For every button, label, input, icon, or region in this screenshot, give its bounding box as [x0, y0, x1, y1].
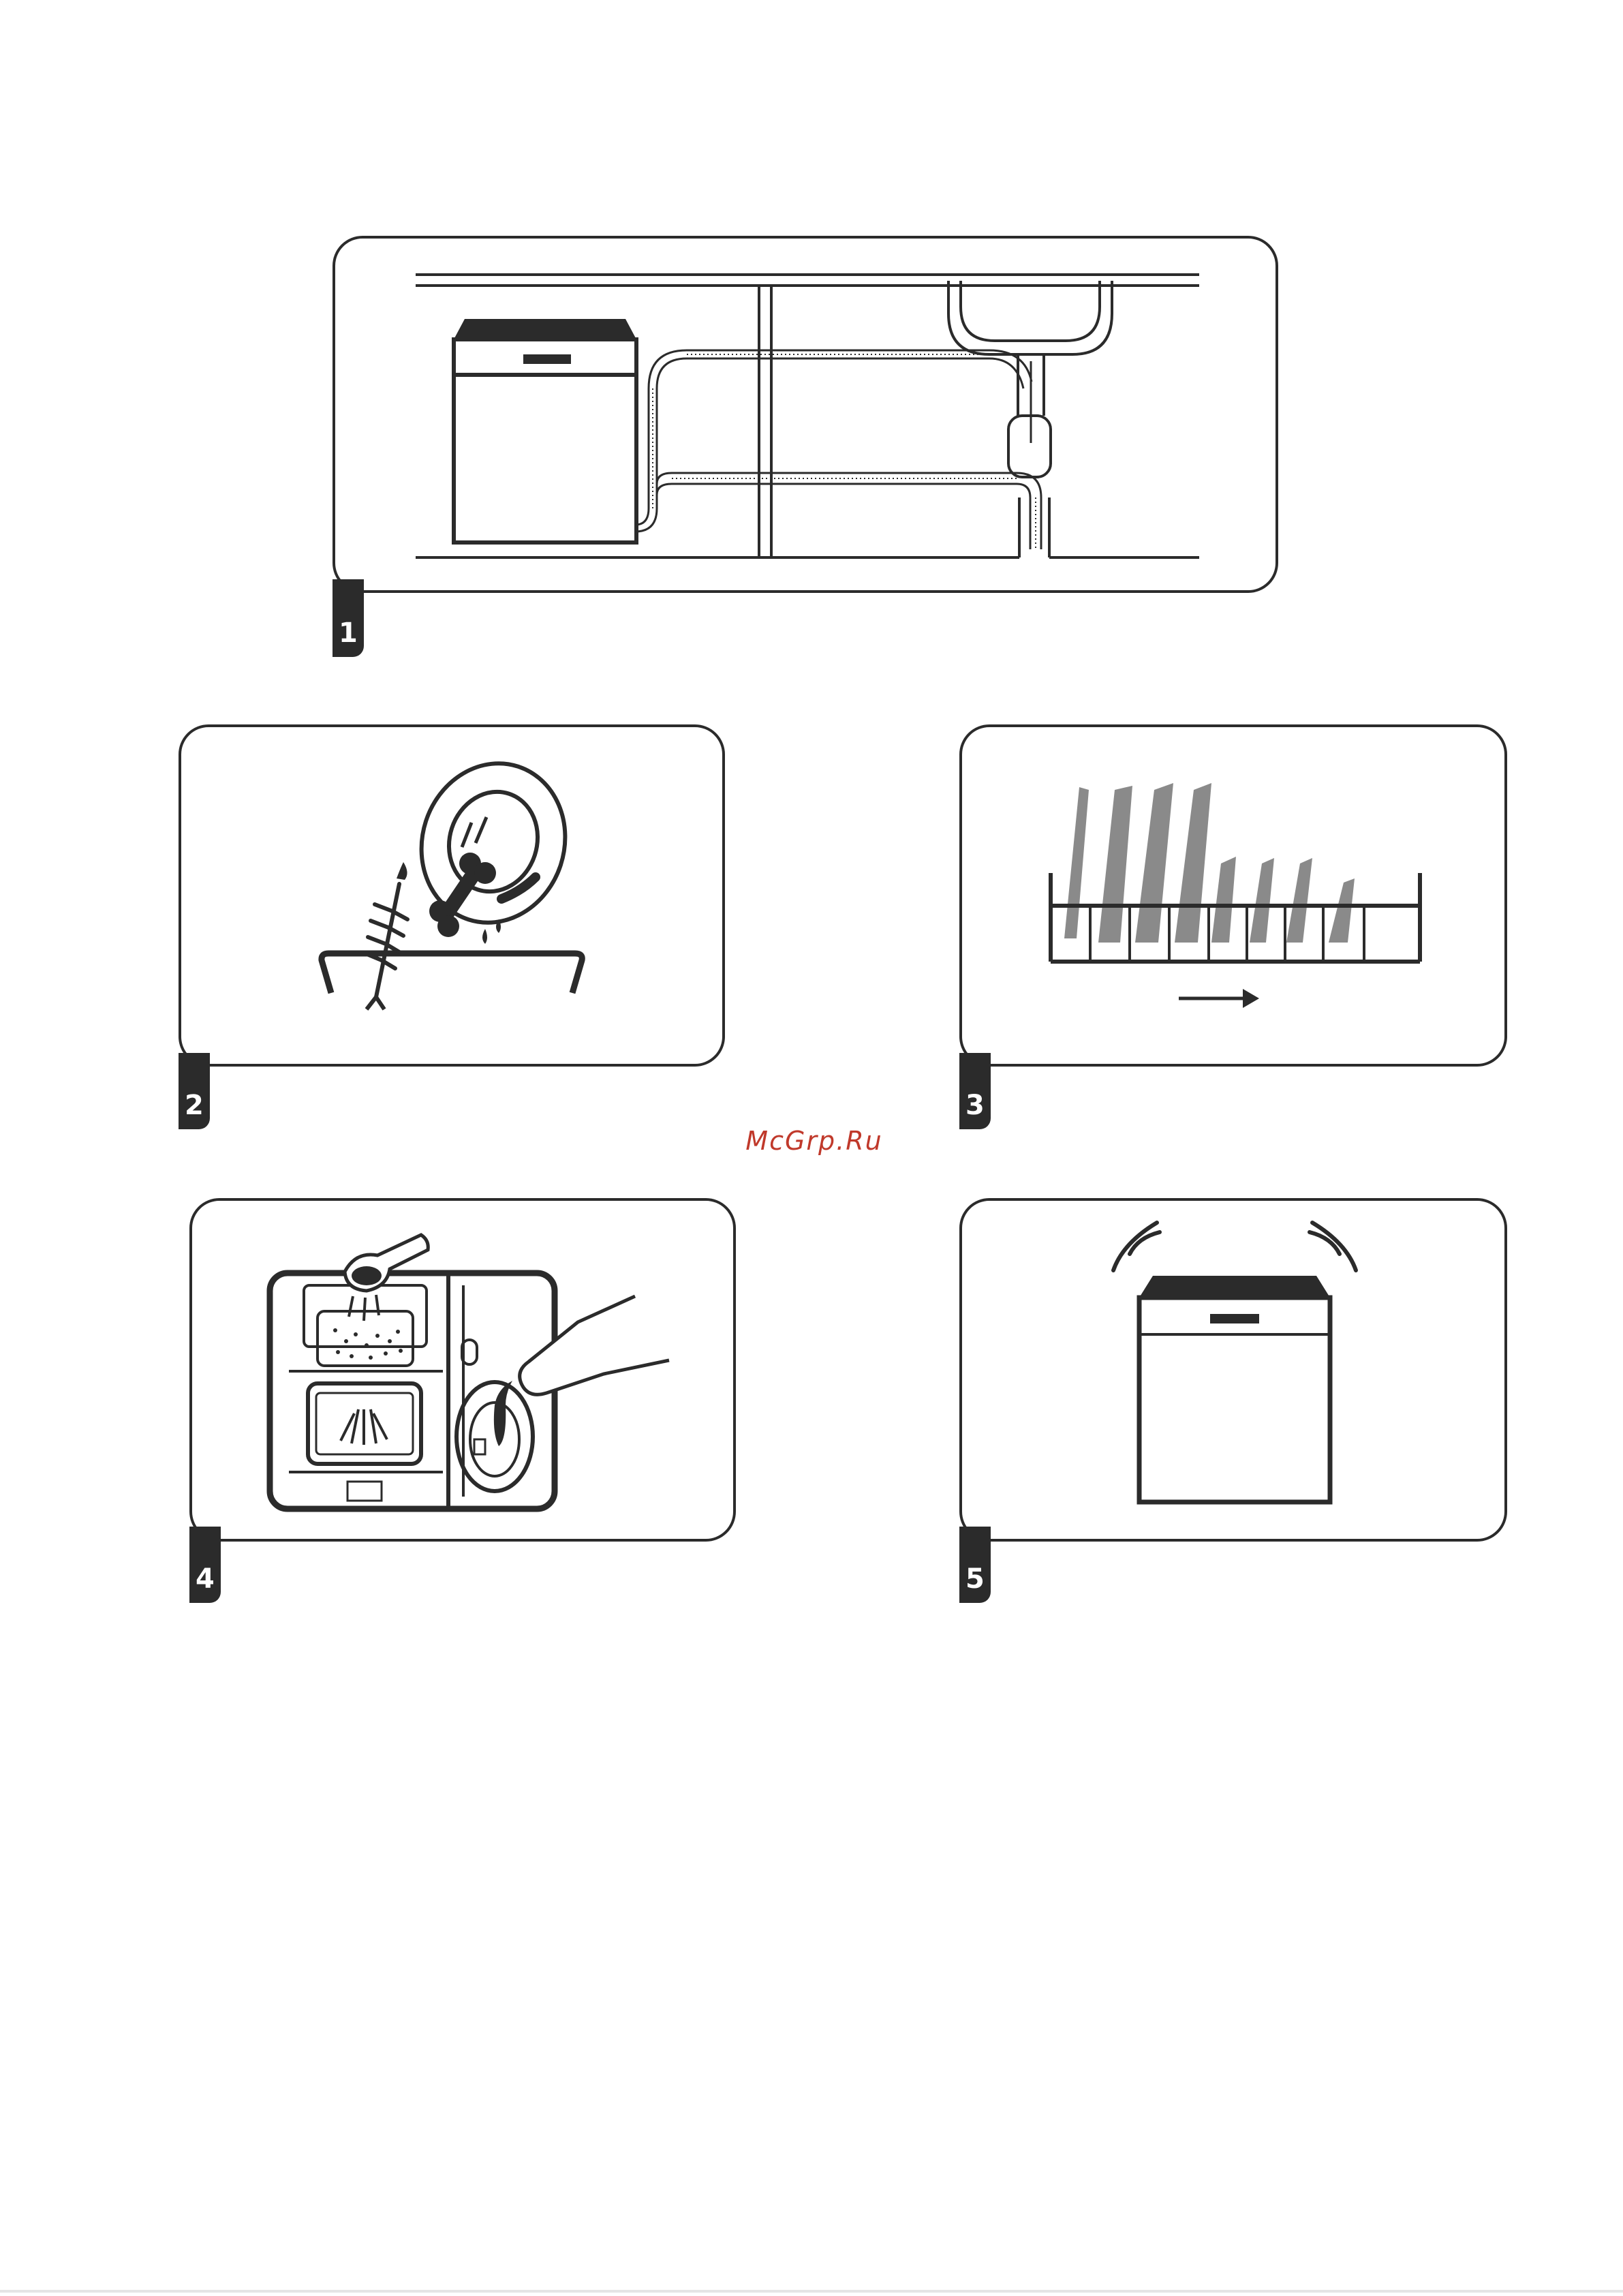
step-3-panel [959, 724, 1507, 1067]
step-1-label: 1 [339, 617, 358, 649]
installation-illustration [335, 239, 1278, 593]
load-racks-illustration [962, 727, 1507, 1067]
scrape-food-illustration [181, 727, 725, 1067]
step-4-panel [189, 1198, 736, 1542]
step-1-number: 1 [333, 579, 364, 657]
step-5-number: 5 [959, 1527, 991, 1603]
footer-line [0, 2290, 1623, 2293]
step-5-label: 5 [965, 1563, 985, 1595]
step-1-panel [333, 236, 1278, 593]
step-2-label: 2 [185, 1090, 204, 1121]
step-4-number: 4 [189, 1527, 221, 1603]
step-2-number: 2 [179, 1053, 210, 1129]
watermark: McGrp.Ru [722, 1126, 906, 1156]
start-machine-illustration [962, 1201, 1507, 1542]
step-3-label: 3 [965, 1090, 985, 1121]
detergent-illustration [192, 1201, 736, 1542]
step-4-label: 4 [196, 1563, 215, 1595]
step-2-panel [179, 724, 725, 1067]
step-5-panel [959, 1198, 1507, 1542]
step-3-number: 3 [959, 1053, 991, 1129]
